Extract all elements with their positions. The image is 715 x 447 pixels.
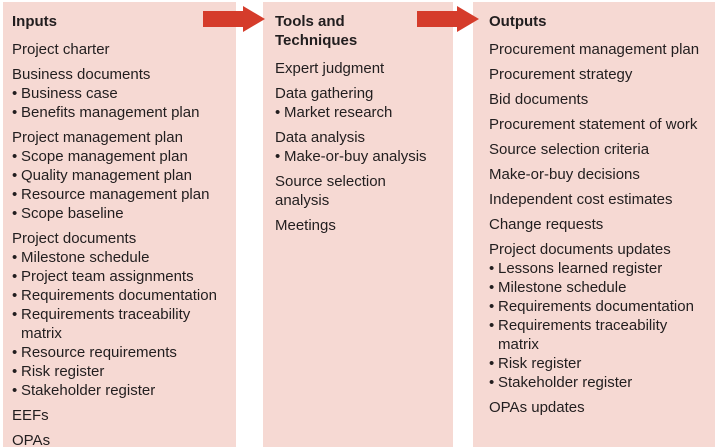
bullet-list: Market research: [275, 103, 449, 122]
bullet-item: Benefits management plan: [12, 103, 232, 122]
bullet-item: Make-or-buy analysis: [275, 147, 449, 166]
bullet-item: Scope management plan: [12, 147, 232, 166]
bullet-item: Requirements documentation: [12, 286, 232, 305]
bullet-item: Scope baseline: [12, 204, 232, 223]
itto-group: Expert judgment: [275, 59, 449, 78]
right-arrow-icon: [417, 6, 479, 32]
group-label: EEFs: [12, 407, 49, 424]
group-label: Make-or-buy decisions: [489, 166, 640, 183]
group-label: Procurement strategy: [489, 66, 633, 83]
column-title-inputs: Inputs: [12, 13, 57, 30]
itto-group: Source selection criteria: [489, 140, 711, 159]
bullet-item: Milestone schedule: [12, 248, 232, 267]
itto-group: Project charter: [12, 40, 232, 59]
itto-group: OPAs updates: [489, 398, 711, 417]
bullet-item: Risk register: [489, 354, 711, 373]
itto-group: Procurement strategy: [489, 65, 711, 84]
group-label: Bid documents: [489, 91, 589, 108]
itto-group: Source selection analysis: [275, 172, 449, 210]
itto-group: Project documents updatesLessons learned…: [489, 240, 711, 392]
itto-group: EEFs: [12, 406, 232, 425]
bullet-item: Lessons learned register: [489, 259, 711, 278]
group-label: Independent cost estimates: [489, 191, 673, 208]
itto-group: Change requests: [489, 215, 711, 234]
group-label: OPAs updates: [489, 399, 585, 416]
group-label: Project charter: [12, 41, 110, 58]
bullet-item: Resource requirements: [12, 343, 232, 362]
bullet-item: Requirements traceability matrix: [12, 305, 232, 343]
group-label: Project management plan: [12, 129, 183, 146]
itto-group: Meetings: [275, 216, 449, 235]
bullet-item: Market research: [275, 103, 449, 122]
itto-group: Procurement statement of work: [489, 115, 711, 134]
column-title-tools-and-techniques: Tools and Techniques: [275, 13, 358, 49]
itto-group: Project documentsMilestone scheduleProje…: [12, 229, 232, 400]
column-title-outputs: Outputs: [489, 13, 547, 30]
group-label: Data analysis: [275, 129, 366, 146]
group-label: Business documents: [12, 66, 151, 83]
group-label: Source selection analysis: [275, 173, 386, 209]
group-label: OPAs: [12, 432, 51, 447]
bullet-item: Business case: [12, 84, 232, 103]
bullet-item: Quality management plan: [12, 166, 232, 185]
group-label: Source selection criteria: [489, 141, 650, 158]
bullet-item: Resource management plan: [12, 185, 232, 204]
bullet-list: Make-or-buy analysis: [275, 147, 449, 166]
bullet-item: Project team assignments: [12, 267, 232, 286]
itto-group: Data gatheringMarket research: [275, 84, 449, 122]
group-label: Meetings: [275, 217, 336, 234]
itto-group: Business documentsBusiness caseBenefits …: [12, 65, 232, 122]
itto-group: Independent cost estimates: [489, 190, 711, 209]
itto-group: OPAs: [12, 431, 232, 447]
group-label: Project documents updates: [489, 241, 671, 258]
group-label: Project documents: [12, 230, 137, 247]
bullet-list: Business caseBenefits management plan: [12, 84, 232, 122]
group-label: Expert judgment: [275, 60, 385, 77]
bullet-item: Requirements traceability matrix: [489, 316, 711, 354]
itto-group: Project management planScope management …: [12, 128, 232, 223]
bullet-list: Milestone scheduleProject team assignmen…: [12, 248, 232, 400]
bullet-item: Requirements documentation: [489, 297, 711, 316]
bullet-item: Milestone schedule: [489, 278, 711, 297]
bullet-item: Stakeholder register: [489, 373, 711, 392]
bullet-list: Lessons learned registerMilestone schedu…: [489, 259, 711, 392]
bullet-item: Stakeholder register: [12, 381, 232, 400]
bullet-list: Scope management planQuality management …: [12, 147, 232, 223]
itto-group: Procurement management plan: [489, 40, 711, 59]
group-label: Change requests: [489, 216, 604, 233]
group-label: Procurement statement of work: [489, 116, 698, 133]
group-label: Procurement management plan: [489, 41, 700, 58]
itto-group: Make-or-buy decisions: [489, 165, 711, 184]
group-label: Data gathering: [275, 85, 374, 102]
itto-group: Data analysisMake-or-buy analysis: [275, 128, 449, 166]
right-arrow-icon: [203, 6, 265, 32]
itto-group: Bid documents: [489, 90, 711, 109]
bullet-item: Risk register: [12, 362, 232, 381]
